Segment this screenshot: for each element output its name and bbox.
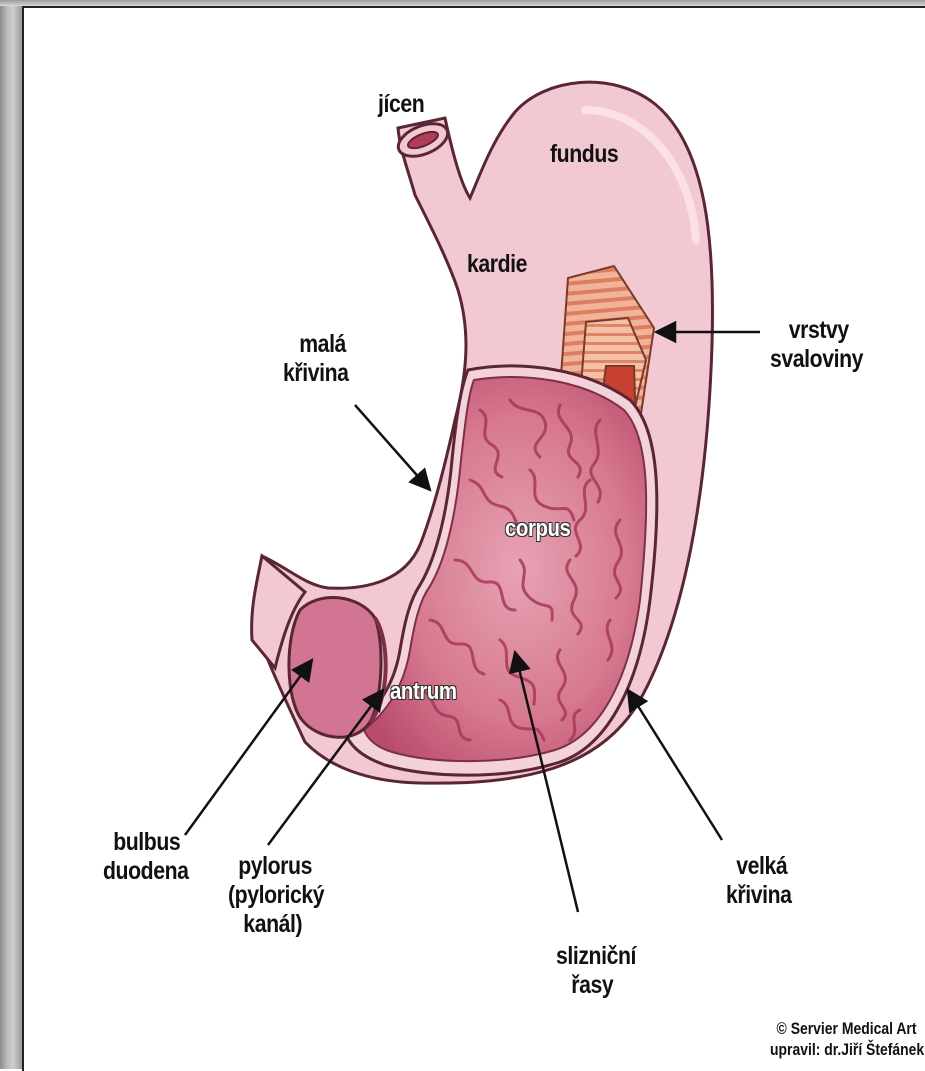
label-slizncni-rasy: slizniční řasy (556, 942, 636, 1000)
label-velka-krivina-line2: křivina (726, 881, 792, 910)
label-slizncni-rasy-line2: řasy (556, 971, 636, 1000)
label-fundus: fundus (550, 140, 618, 169)
label-bulbus-duodena: bulbus duodena (103, 828, 189, 886)
label-pylorus-line2: (pylorický (228, 881, 324, 910)
label-jicen: jícen (378, 90, 424, 119)
label-vrstvy-svaloviny: vrstvy svaloviny (770, 316, 863, 374)
label-kardie: kardie (467, 250, 527, 279)
label-pylorus-line1: pylorus (228, 852, 324, 881)
label-velka-krivina-line1: velká (726, 852, 792, 881)
credits-line1: © Servier Medical Art (770, 1018, 924, 1039)
label-mala-krivina-line1: malá (283, 330, 349, 359)
credits-line2: upravil: dr.Jiří Štefánek (770, 1039, 924, 1060)
label-vrstvy-svaloviny-line1: vrstvy (770, 316, 863, 345)
bulbus-duodena-shape (289, 598, 381, 738)
label-bulbus-duodena-line2: duodena (103, 857, 189, 886)
credits: © Servier Medical Art upravil: dr.Jiří Š… (770, 1018, 924, 1060)
label-vrstvy-svaloviny-line2: svaloviny (770, 345, 863, 374)
label-antrum: antrum (390, 678, 457, 706)
label-pylorus-line3: kanál) (228, 910, 324, 939)
label-velka-krivina: velká křivina (726, 852, 792, 910)
bulbus-duodena-arrow (185, 660, 312, 835)
mala-krivina-arrow (355, 405, 430, 490)
label-bulbus-duodena-line1: bulbus (103, 828, 189, 857)
label-corpus: corpus (505, 515, 570, 543)
label-mala-krivina-line2: křivina (283, 359, 349, 388)
label-slizncni-rasy-line1: slizniční (556, 942, 636, 971)
label-mala-krivina: malá křivina (283, 330, 349, 388)
label-pylorus: pylorus (pylorický kanál) (228, 852, 324, 939)
velka-krivina-arrow (628, 690, 722, 840)
